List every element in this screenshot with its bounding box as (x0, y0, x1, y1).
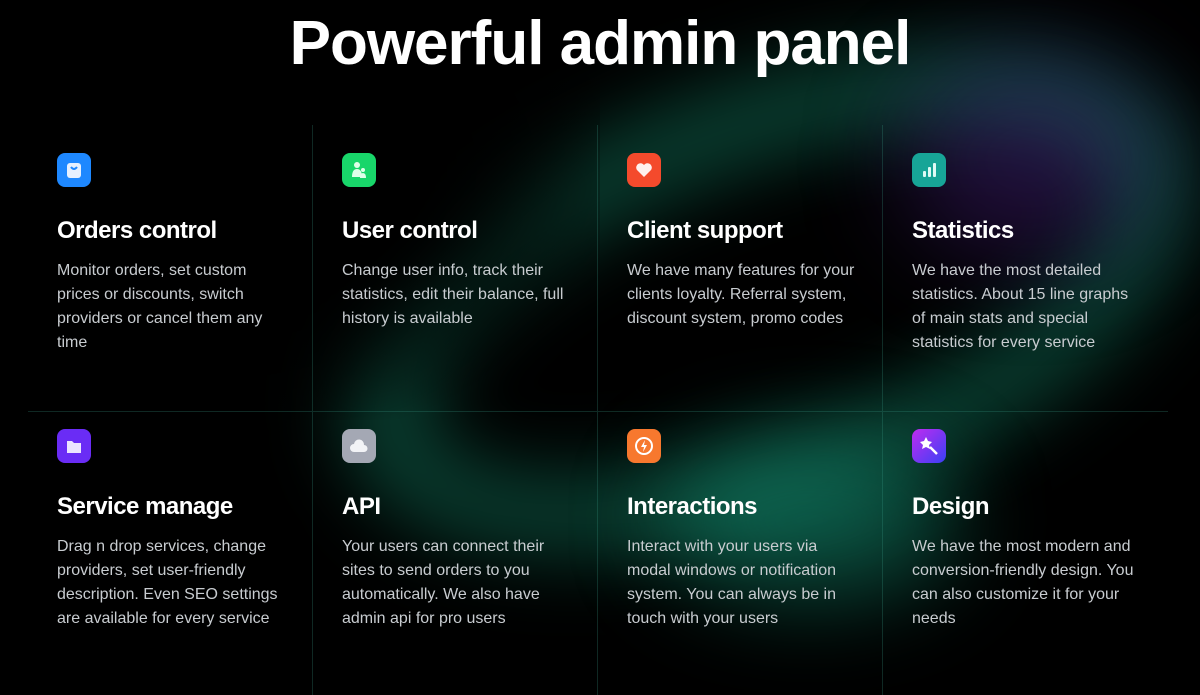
feature-title: Design (912, 493, 990, 520)
feature-description: We have the most modern and conversion-f… (912, 538, 1134, 627)
feature-title: Client support (627, 217, 783, 244)
feature-card-client-support: Client support We have many features for… (598, 125, 883, 412)
feature-description: We have many features for your clients l… (627, 262, 855, 327)
feature-card-service-manage: Service manage Drag n drop services, cha… (28, 412, 313, 695)
feature-title: User control (342, 217, 478, 244)
bar-chart-icon (912, 153, 946, 187)
feature-description: We have the most detailed statistics. Ab… (912, 262, 1129, 351)
feature-title: Interactions (627, 493, 758, 520)
shopping-bag-icon (57, 153, 91, 187)
feature-description: Interact with your users via modal windo… (627, 538, 837, 627)
cloud-icon (342, 429, 376, 463)
magic-wand-icon (912, 429, 946, 463)
feature-title: Service manage (57, 493, 233, 520)
page-title: Powerful admin panel (289, 9, 912, 78)
feature-description: Change user info, track their statistics… (342, 262, 564, 327)
feature-card-user-control: User control Change user info, track the… (313, 125, 598, 412)
feature-title: Orders control (57, 217, 217, 244)
feature-card-interactions: Interactions Interact with your users vi… (598, 412, 883, 695)
feature-card-statistics: Statistics We have the most detailed sta… (883, 125, 1168, 412)
lightning-icon (627, 429, 661, 463)
feature-card-api: API Your users can connect their sites t… (313, 412, 598, 695)
users-icon (342, 153, 376, 187)
heart-icon (627, 153, 661, 187)
feature-title: API (342, 493, 381, 520)
folder-icon (57, 429, 91, 463)
feature-description: Your users can connect their sites to se… (342, 538, 545, 627)
feature-card-design: Design We have the most modern and conve… (883, 412, 1168, 695)
feature-grid: Orders control Monitor orders, set custo… (28, 125, 1168, 695)
feature-description: Monitor orders, set custom prices or dis… (57, 262, 263, 351)
feature-title: Statistics (912, 217, 1014, 244)
feature-card-orders-control: Orders control Monitor orders, set custo… (28, 125, 313, 412)
feature-description: Drag n drop services, change providers, … (57, 538, 278, 627)
